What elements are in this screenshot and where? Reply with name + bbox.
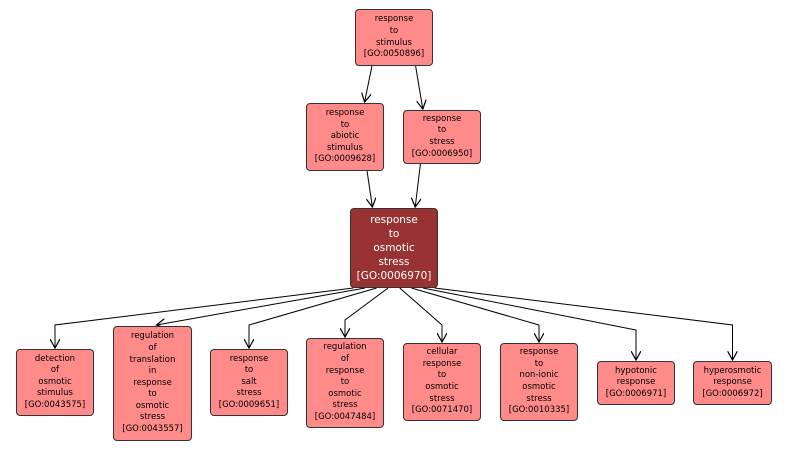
node-hyperosmotic-response[interactable]: hyperosmotic response [GO:0006972] (693, 361, 772, 405)
node-cellular-response-to-osmotic-stress[interactable]: cellular response to osmotic stress [GO:… (403, 343, 481, 421)
edge-osmotic-to-nonionic (411, 287, 539, 342)
edge-osmotic-to-cellular (399, 287, 442, 342)
edge-osmotic-to-regresponse (345, 287, 389, 337)
node-hypotonic-response[interactable]: hypotonic response [GO:0006971] (597, 361, 675, 405)
node-response-to-osmotic-stress[interactable]: response to osmotic stress [GO:0006970] (350, 208, 438, 288)
edge-osmotic-to-translation (157, 287, 366, 325)
edge-root-to-abiotic (365, 65, 373, 102)
edge-root-to-stress (415, 65, 423, 109)
node-response-to-stimulus[interactable]: response to stimulus [GO:0050896] (355, 9, 433, 66)
edge-osmotic-to-detection (55, 287, 354, 348)
edge-osmotic-to-salt (249, 287, 377, 348)
node-response-to-stress[interactable]: response to stress [GO:0006950] (403, 110, 481, 164)
edge-osmotic-to-hypotonic (422, 287, 636, 360)
node-regulation-of-response-to-osmotic-stress[interactable]: regulation of response to osmotic stress… (306, 338, 384, 428)
edge-abiotic-to-osmotic (367, 170, 372, 207)
node-regulation-of-translation[interactable]: regulation of translation in response to… (113, 326, 192, 441)
node-response-to-salt-stress[interactable]: response to salt stress [GO:0009651] (210, 349, 288, 416)
node-response-to-non-ionic-osmotic-stress[interactable]: response to non-ionic osmotic stress [GO… (500, 343, 578, 421)
edge-stress-to-osmotic (415, 163, 420, 207)
node-response-to-abiotic-stimulus[interactable]: response to abiotic stimulus [GO:0009628… (306, 103, 384, 171)
edge-osmotic-to-hyperosmotic (434, 287, 733, 360)
node-detection-of-osmotic-stimulus[interactable]: detection of osmotic stimulus [GO:004357… (16, 349, 94, 416)
